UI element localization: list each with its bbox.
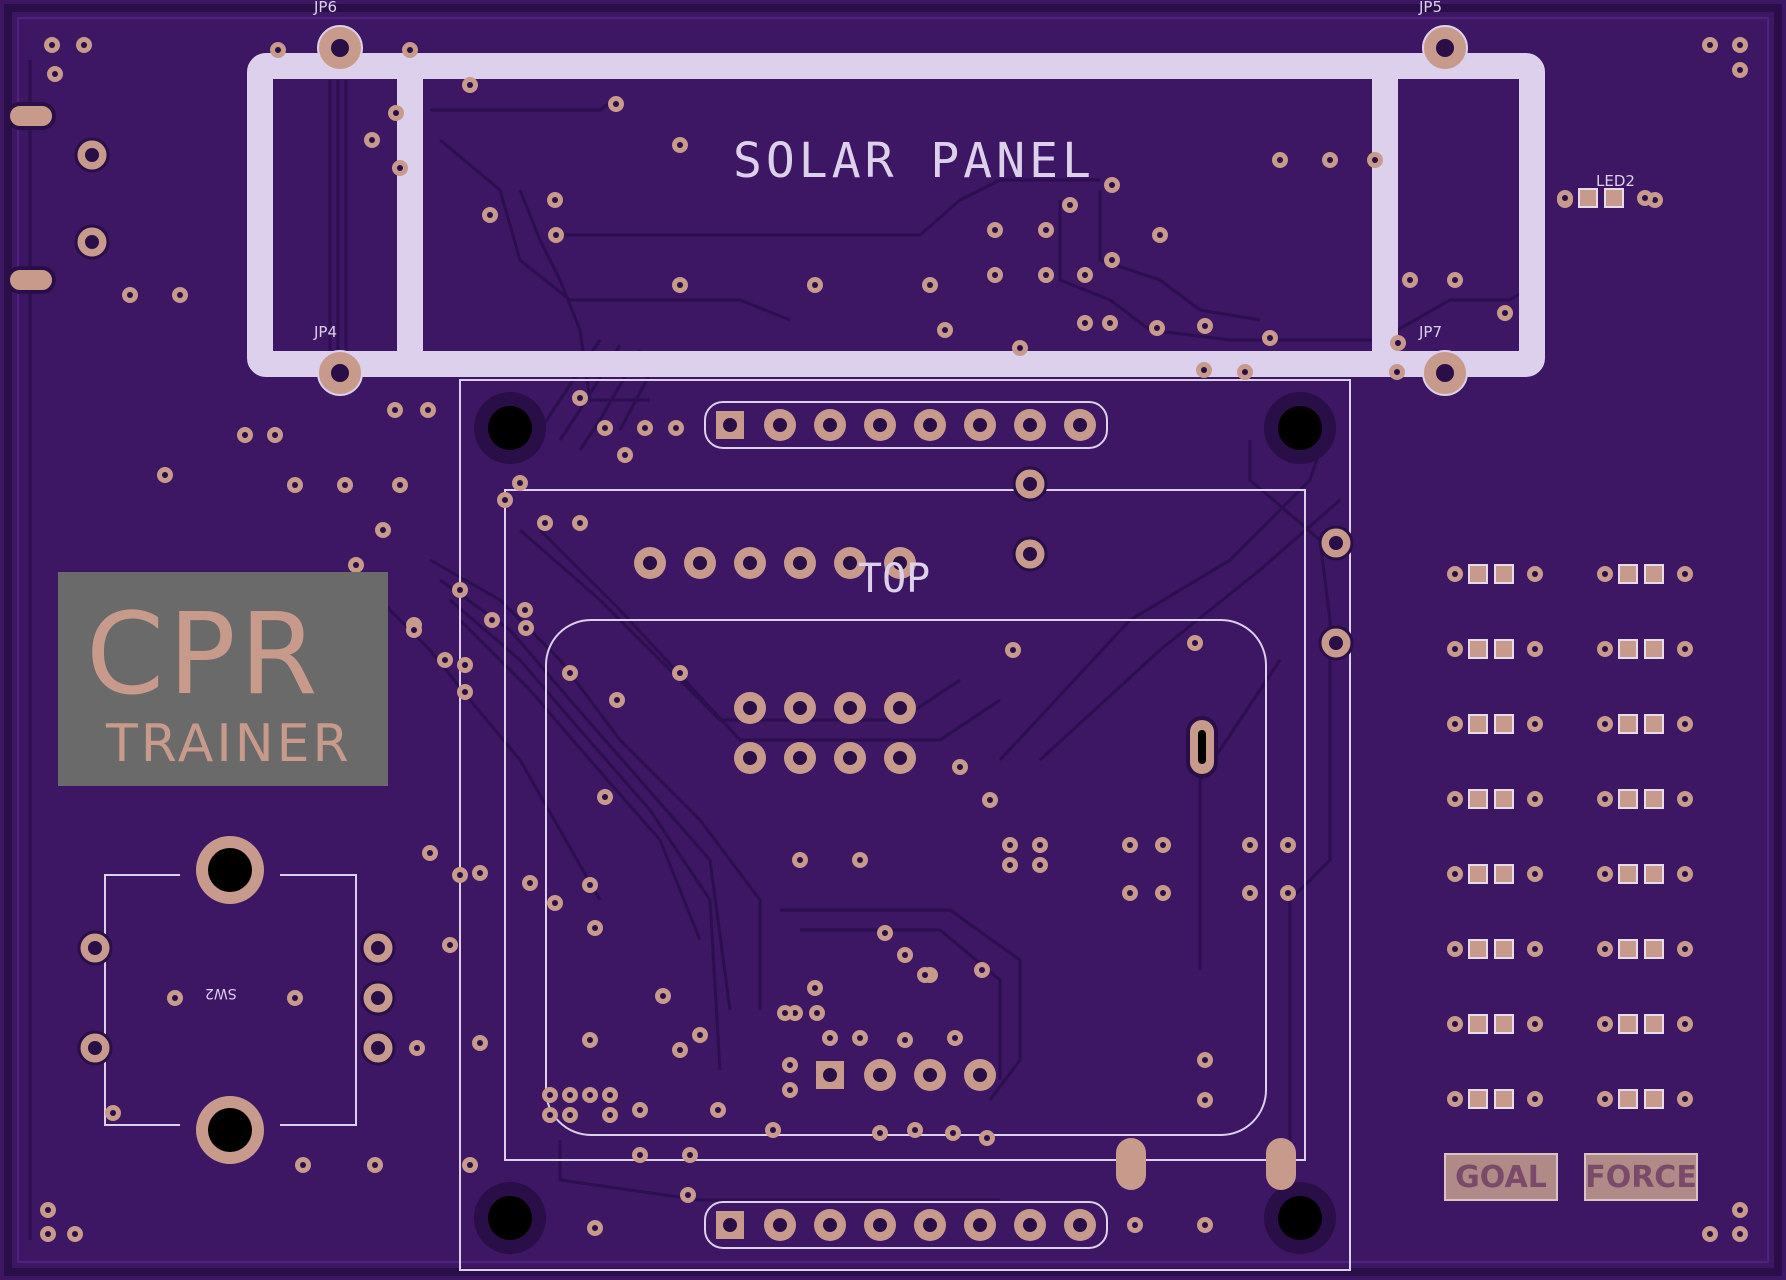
led-pads <box>1447 188 1693 1109</box>
jp4-label: JP4 <box>314 323 338 341</box>
logo-line2: TRAINER <box>106 714 352 774</box>
mounting-holes <box>196 392 1336 1254</box>
slot-pads <box>6 102 1296 1190</box>
jumper-pads <box>317 25 1468 396</box>
sw2-label: SW2 <box>205 985 237 1001</box>
top-label: TOP <box>858 556 931 602</box>
led2-label: LED2 <box>1596 172 1635 190</box>
header-pins <box>74 137 1354 1241</box>
rounded-module-outline <box>545 619 1267 1136</box>
goal-badge: GOAL <box>1444 1153 1558 1201</box>
inner-module-outline <box>504 489 1306 1161</box>
logo-line1: CPR <box>86 590 322 720</box>
solar-panel-outline <box>247 53 1545 377</box>
trace-group <box>28 60 1541 1240</box>
solar-panel-label: SOLAR PANEL <box>733 133 1095 189</box>
jp5-label: JP5 <box>1419 0 1443 16</box>
jp7-label: JP7 <box>1419 323 1443 341</box>
vias <box>40 37 1748 1242</box>
cpr-trainer-logo: CPR TRAINER <box>58 572 388 786</box>
module-outline <box>459 379 1351 1271</box>
force-badge: FORCE <box>1584 1153 1698 1201</box>
jp6-label: JP6 <box>314 0 338 16</box>
